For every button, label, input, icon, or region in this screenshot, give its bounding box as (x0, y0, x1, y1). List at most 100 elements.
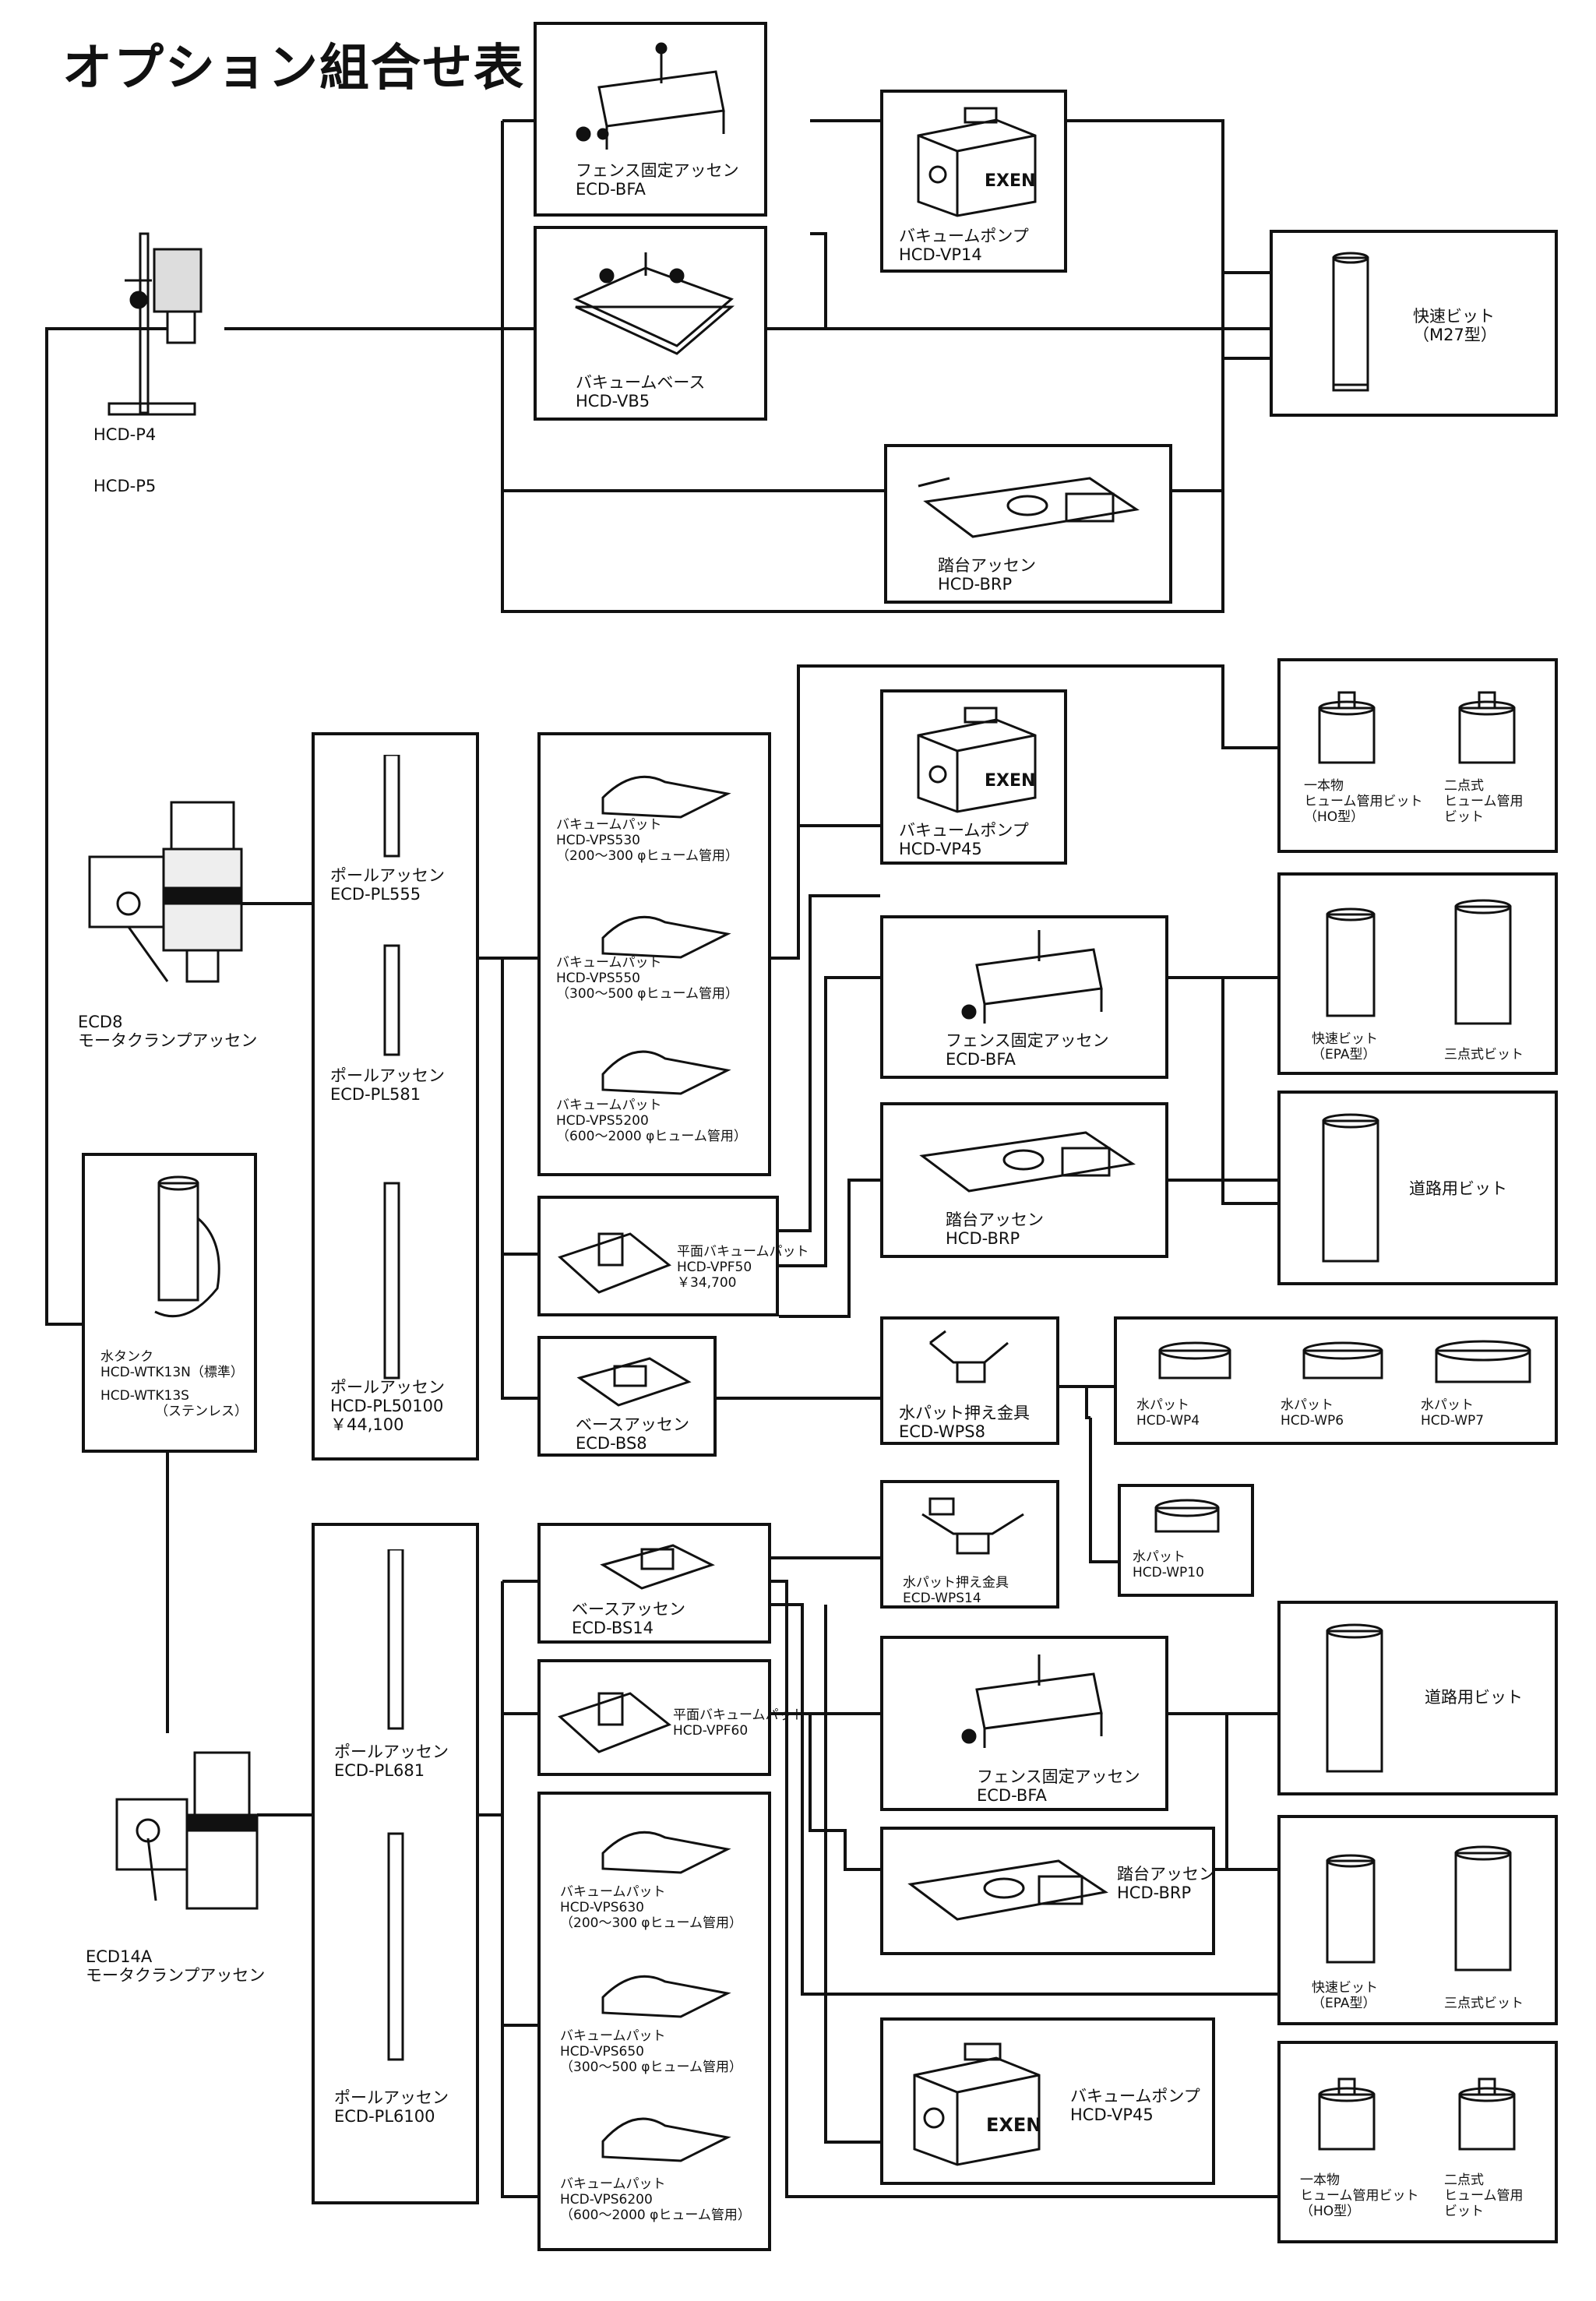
flat-pad-vpf60-box: 平面バキュームパット HCD-VPF60 (537, 1659, 805, 1776)
step3-name: 踏台アッセン (1117, 1865, 1215, 1883)
pump3-name: バキュームポンプ (1070, 2087, 1200, 2105)
pad-650-code: HCD-VPS650 (560, 2044, 645, 2060)
p5-label: HCD-P5 (93, 477, 157, 495)
step-brp-3-box: 踏台アッセン HCD-BRP (880, 1827, 1215, 1955)
pole-3-code: HCD-PL50100 (330, 1397, 444, 1415)
flat-pad-60-name: 平面バキュームパット (673, 1707, 805, 1723)
pad-650-note: （300〜500 φヒューム管用） (560, 2060, 743, 2075)
base-bs8-box: ベースアッセン ECD-BS8 (537, 1336, 717, 1457)
hume-bit-3-l3: （HO型） (1300, 2204, 1361, 2219)
ecd8-label: ECD8 モータクランプアッセン (78, 1013, 258, 1050)
pad-630-code: HCD-VPS630 (560, 1900, 645, 1915)
tank-name: 水タンク (100, 1349, 153, 1365)
step-brp-box: 踏台アッセン HCD-BRP (884, 444, 1172, 604)
hume-bit-3-l1: 一本物 (1300, 2172, 1340, 2188)
fence-name: フェンス固定アッセン (576, 161, 739, 180)
fast-bits-box: 快速ビット （EPA型） 三点式ビット (1277, 872, 1558, 1075)
road-bit-label: 道路用ビット (1409, 1179, 1507, 1198)
drill-stand-image (93, 226, 226, 424)
ecd14a-label: ECD14A モータクランプアッセン (86, 1947, 266, 1985)
pole-2-code: ECD-PL581 (330, 1085, 421, 1104)
pad-6200-code: HCD-VPS6200 (560, 2192, 653, 2208)
hume-bit-1-l2: ヒューム管用ビット (1304, 794, 1423, 809)
pump-vp14-box: EXEN バキュームポンプ HCD-VP14 (880, 90, 1067, 273)
hume-bit-4-l3: ビット (1444, 2204, 1484, 2219)
wp7-code: HCD-WP7 (1421, 1413, 1485, 1429)
step-name: 踏台アッセン (938, 556, 1036, 575)
wp6-name: 水パット (1281, 1397, 1334, 1413)
pole-681-name: ポールアッセン (334, 1742, 449, 1761)
tank-std: HCD-WTK13N（標準） (100, 1365, 244, 1380)
fence2-code: ECD-BFA (946, 1050, 1016, 1069)
fence-bfa-2-box: フェンス固定アッセン ECD-BFA (880, 915, 1168, 1079)
hume-bit-4-l2: ヒューム管用 (1444, 2188, 1524, 2204)
wp7-name: 水パット (1421, 1397, 1474, 1413)
pump-vp45-box: EXEN バキュームポンプ HCD-VP45 (880, 689, 1067, 865)
pad-2-note: （300〜500 φヒューム管用） (556, 986, 739, 1002)
wp10-box: 水パット HCD-WP10 (1118, 1484, 1254, 1597)
hume-bits-2-box: 一本物 ヒューム管用ビット （HO型） 二点式 ヒューム管用 ビット (1277, 2041, 1558, 2243)
bit-m27-name: 快速ビット (1413, 307, 1495, 326)
hume-bit-2-l1: 二点式 (1444, 778, 1484, 794)
step2-name: 踏台アッセン (946, 1210, 1044, 1229)
fence-bfa-box: フェンス固定アッセン ECD-BFA (534, 22, 767, 217)
hume-bit-1-l3: （HO型） (1304, 809, 1365, 825)
road-bit-box: 道路用ビット (1277, 1091, 1558, 1285)
vacuum-base-name: バキュームベース (576, 373, 706, 392)
flat-pad-60-code: HCD-VPF60 (673, 1723, 749, 1739)
wps14-name: 水パット押え金具 (903, 1575, 1009, 1591)
pad-3-name: バキュームパット (556, 1098, 662, 1113)
ecd14a-motor-image (109, 1745, 265, 1935)
pump2-name: バキュームポンプ (899, 821, 1029, 840)
wp4-name: 水パット (1136, 1397, 1189, 1413)
p4-label: HCD-P4 (93, 425, 157, 444)
pad-6200-note: （600〜2000 φヒューム管用） (560, 2208, 751, 2223)
bit-m27-box: 快速ビット （M27型） (1270, 230, 1558, 417)
wp10-code: HCD-WP10 (1133, 1565, 1204, 1580)
base-bs8-name: ベースアッセン (576, 1415, 689, 1434)
vacuum-pads-ecd14a-box: バキュームパット HCD-VPS630 （200〜300 φヒューム管用） バキ… (537, 1792, 771, 2251)
flat-pad-vpf50-box: 平面バキュームパット HCD-VPF50 ￥34,700 (537, 1196, 809, 1316)
fast-bit-2-l2: （EPA型） (1312, 1996, 1376, 2011)
three-point-bit: 三点式ビット (1444, 1047, 1524, 1062)
pole-3-name: ポールアッセン (330, 1378, 445, 1397)
water-tank-box: 水タンク HCD-WTK13N（標準） HCD-WTK13S （ステンレス） (82, 1153, 257, 1453)
wp10-name: 水パット (1133, 1549, 1186, 1565)
step-code: HCD-BRP (938, 575, 1013, 594)
wp6-code: HCD-WP6 (1281, 1413, 1344, 1429)
pole-6100-code: ECD-PL6100 (334, 2107, 435, 2126)
vacuum-base-vb5-box: バキュームベース HCD-VB5 (534, 226, 767, 421)
tank-ss-note: （ステンレス） (155, 1404, 248, 1419)
base-bs8-code: ECD-BS8 (576, 1434, 647, 1453)
fence-code: ECD-BFA (576, 180, 646, 199)
hume-bit-3-l2: ヒューム管用ビット (1300, 2188, 1419, 2204)
wps8-name: 水パット押え金具 (899, 1404, 1030, 1422)
page-title: オプション組合せ表 (62, 40, 525, 97)
pad-630-note: （200〜300 φヒューム管用） (560, 1915, 743, 1931)
step2-code: HCD-BRP (946, 1229, 1020, 1248)
flat-pad-name: 平面バキュームパット (677, 1244, 809, 1260)
svg-text:EXEN: EXEN (985, 771, 1035, 791)
fast-bit-l1: 快速ビット (1312, 1031, 1378, 1047)
hume-bit-2-l3: ビット (1444, 809, 1484, 825)
wps14-box: 水パット押え金具 ECD-WPS14 (880, 1480, 1059, 1609)
pole-3-price: ￥44,100 (330, 1415, 404, 1434)
vacuum-pads-ecd8-box: バキュームパット HCD-VPS530 （200〜300 φヒューム管用） バキ… (537, 732, 771, 1176)
ecd8-motor-image (74, 795, 253, 1000)
wps8-box: 水パット押え金具 ECD-WPS8 (880, 1316, 1059, 1445)
hume-bit-4-l1: 二点式 (1444, 2172, 1484, 2188)
pad-3-code: HCD-VPS5200 (556, 1113, 649, 1129)
tank-ss: HCD-WTK13S (100, 1388, 189, 1404)
poles-ecd14a-box: ポールアッセン ECD-PL681 ポールアッセン ECD-PL6100 (312, 1523, 479, 2204)
base-bs14-code: ECD-BS14 (572, 1619, 654, 1637)
fast-bit-l2: （EPA型） (1312, 1047, 1376, 1062)
vacuum-base-code: HCD-VB5 (576, 392, 650, 411)
step3-code: HCD-BRP (1117, 1883, 1192, 1902)
pump3-code: HCD-VP45 (1070, 2105, 1154, 2124)
pole-681-code: ECD-PL681 (334, 1761, 425, 1780)
hume-bit-1-l1: 一本物 (1304, 778, 1344, 794)
pad-1-name: バキュームパット (556, 817, 662, 833)
pole-1-code: ECD-PL555 (330, 885, 421, 904)
fence-bfa-3-box: フェンス固定アッセン ECD-BFA (880, 1636, 1168, 1811)
